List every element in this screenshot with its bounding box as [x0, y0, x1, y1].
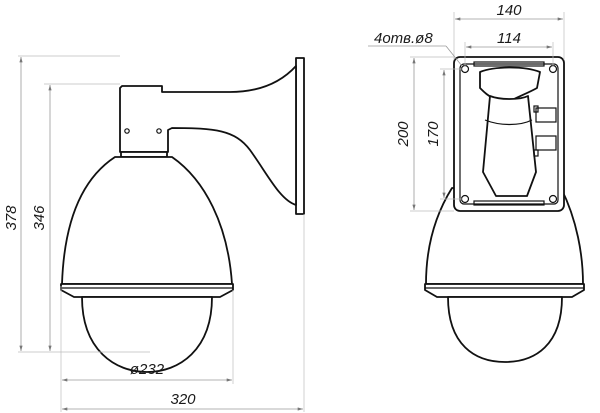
- lower-dome: [81, 296, 213, 373]
- dim-mounting-holes: 4отв.ø8: [374, 30, 433, 47]
- wall-plate-side: [295, 57, 305, 215]
- dim-dome-height: 346: [31, 205, 48, 231]
- trim-ring: [60, 283, 234, 298]
- dim-total-depth: 320: [170, 391, 196, 408]
- bracket-horn-front: [479, 66, 541, 101]
- mount-hole: [548, 194, 558, 204]
- plate-inner-border: [459, 63, 559, 205]
- bolt-hole: [156, 128, 162, 134]
- back-dimensions: 140 114 4отв.ø8 200 170: [368, 2, 565, 212]
- dim-hole-spacing-height: 170: [425, 121, 442, 147]
- dim-total-height: 378: [3, 205, 20, 231]
- bracket-arm: [119, 65, 297, 206]
- dim-dome-diameter: ø232: [130, 361, 165, 378]
- trim-ring-back: [424, 283, 585, 298]
- bracket-neck-front: [482, 95, 537, 197]
- side-dimensions: 378 346 ø232 320: [3, 55, 305, 412]
- dim-plate-width: 140: [496, 2, 522, 19]
- side-view: [60, 57, 305, 373]
- dome-housing: [61, 156, 233, 285]
- back-view: [424, 56, 585, 363]
- dim-plate-height: 200: [395, 121, 412, 148]
- bolt-hole: [124, 128, 130, 134]
- connector-tabs: [533, 105, 557, 157]
- lower-dome-back: [447, 296, 563, 363]
- dim-hole-spacing-width: 114: [497, 30, 521, 47]
